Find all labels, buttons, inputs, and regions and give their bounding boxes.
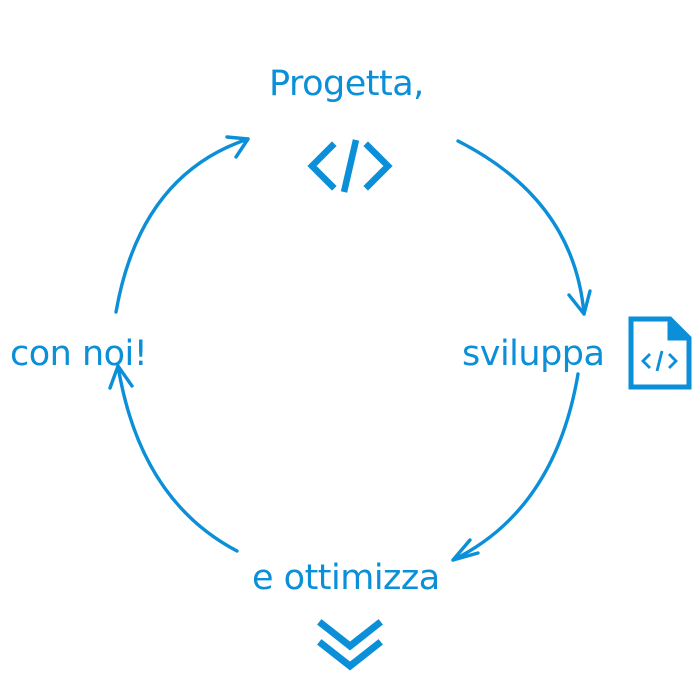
file-code-icon	[626, 316, 694, 390]
step-label-con-noi: con noi!	[10, 334, 148, 374]
arrowhead-3	[108, 364, 134, 390]
arrowhead-1	[567, 289, 592, 316]
cycle-arrow-1	[456, 139, 586, 316]
step-label-sviluppa: sviluppa	[462, 334, 605, 374]
cycle-arrow-2	[451, 372, 580, 562]
arrowhead-4	[225, 135, 250, 159]
arrowhead-2	[451, 538, 480, 562]
double-chevron-down-icon	[316, 616, 384, 676]
cycle-arrow-4	[114, 137, 250, 314]
cycle-arrow-3	[116, 364, 239, 553]
code-icon	[304, 136, 396, 196]
step-label-ottimizza: e ottimizza	[252, 558, 440, 598]
step-label-progetta: Progetta,	[269, 64, 424, 104]
